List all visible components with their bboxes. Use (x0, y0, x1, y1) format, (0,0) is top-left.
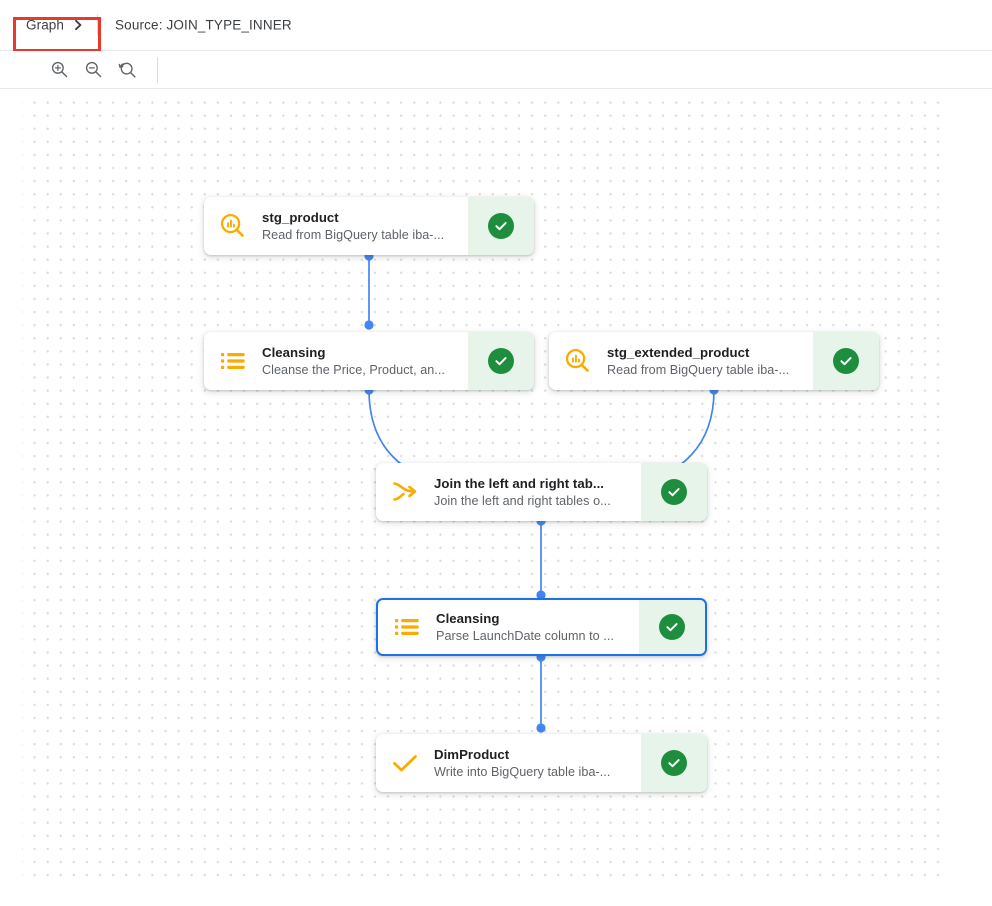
node-status-panel[interactable] (468, 197, 534, 255)
cleansing-list-icon (204, 332, 262, 390)
header-bar: Graph Source: JOIN_TYPE_INNER (0, 0, 992, 52)
check-circle-icon (659, 614, 685, 640)
node-body: Join the left and right tab... Join the l… (434, 463, 641, 521)
node-subtitle: Join the left and right tables o... (434, 493, 611, 508)
node-status-panel[interactable] (468, 332, 534, 390)
node-subtitle: Read from BigQuery table iba-... (607, 362, 790, 377)
breadcrumb-item-graph[interactable]: Graph (26, 17, 65, 33)
bigquery-source-icon (204, 197, 262, 255)
breadcrumb-divider (97, 14, 99, 36)
zoom-out-icon[interactable] (79, 56, 107, 84)
node-subtitle: Cleanse the Price, Product, an... (262, 362, 445, 377)
node-status-panel[interactable] (641, 463, 707, 521)
check-circle-icon (833, 348, 859, 374)
sink-check-icon (376, 734, 434, 792)
node-status-panel[interactable] (641, 734, 707, 792)
node-title: stg_extended_product (607, 344, 750, 360)
cleansing-list-icon (378, 600, 436, 654)
node-title: Cleansing (262, 344, 326, 360)
node-subtitle: Read from BigQuery table iba-... (262, 227, 445, 242)
canvas-toolbar (0, 51, 992, 89)
node-subtitle: Write into BigQuery table iba-... (434, 764, 611, 779)
breadcrumb: Graph Source: JOIN_TYPE_INNER (26, 14, 292, 36)
node-title: stg_product (262, 209, 339, 225)
check-circle-icon (661, 750, 687, 776)
zoom-reset-icon[interactable] (113, 56, 141, 84)
node-status-panel[interactable] (639, 600, 705, 654)
node-status-panel[interactable] (813, 332, 879, 390)
check-circle-icon (488, 348, 514, 374)
toolbar-divider (157, 56, 158, 83)
zoom-in-icon[interactable] (45, 56, 73, 84)
node-title: Join the left and right tab... (434, 475, 605, 491)
check-circle-icon (488, 213, 514, 239)
bigquery-source-icon (549, 332, 607, 390)
chevron-right-icon[interactable] (73, 19, 84, 31)
node-title: DimProduct (434, 746, 510, 762)
join-icon (376, 463, 434, 521)
node-subtitle: Parse LaunchDate column to ... (436, 628, 614, 643)
node-title: Cleansing (436, 610, 500, 626)
check-circle-icon (661, 479, 687, 505)
graph-node[interactable]: Join the left and right tab... Join the l… (376, 463, 707, 521)
breadcrumb-source-label: Source: JOIN_TYPE_INNER (115, 17, 292, 33)
